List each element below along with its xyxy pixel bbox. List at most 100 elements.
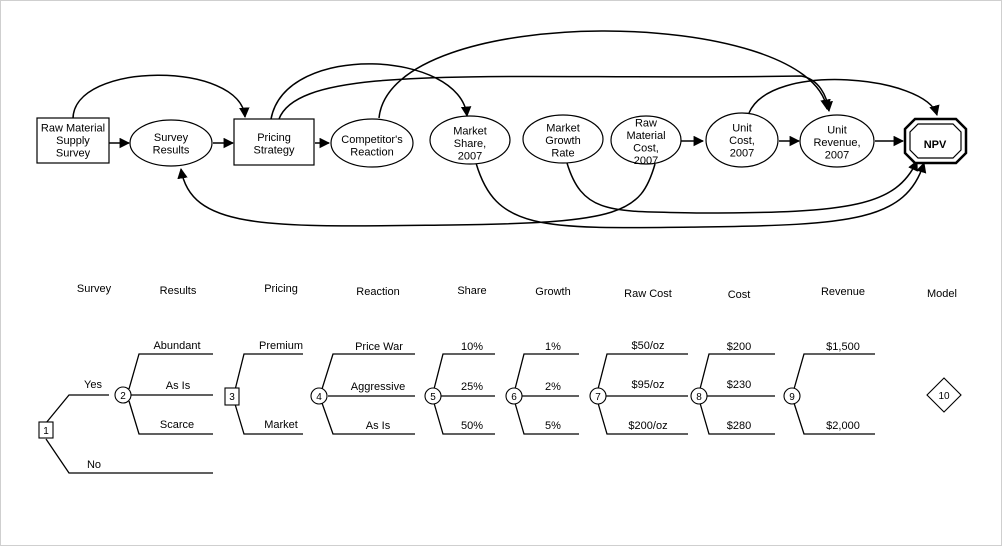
node-label-rawsupply-line-3: Survey bbox=[56, 148, 91, 160]
tree-node-6-number: 6 bbox=[511, 392, 517, 403]
node-label-unitcost-line-3: 2007 bbox=[730, 148, 754, 160]
branch-revenue-1500: $1,500 bbox=[826, 341, 860, 353]
tree-header-rawcost: Raw Cost bbox=[624, 288, 672, 300]
tree-node-2-number: 2 bbox=[120, 391, 126, 402]
tree-branches-rawcost bbox=[597, 353, 688, 435]
tree-node-4-number: 4 bbox=[316, 392, 322, 403]
tree-node-4 bbox=[310, 387, 328, 405]
tree-header-cost: Cost bbox=[728, 289, 751, 301]
branch-results-abundant: Abundant bbox=[153, 340, 200, 352]
node-label-pricing-line-1: Pricing bbox=[257, 132, 291, 144]
node-label-unitcost-line-1: Unit bbox=[732, 123, 752, 135]
node-label-npv-line-1: NPV bbox=[924, 139, 947, 151]
arc-unitcost-npv bbox=[748, 78, 940, 117]
node-raw-supply-survey bbox=[36, 117, 110, 164]
node-label-reaction-line-2: Reaction bbox=[350, 146, 393, 158]
tree-node-5 bbox=[424, 387, 442, 405]
tree-branches-revenue bbox=[793, 353, 875, 435]
tree-branch-survey-yes bbox=[45, 394, 109, 424]
arc-share-npv bbox=[475, 161, 927, 229]
branch-pricing-market: Market bbox=[264, 419, 298, 431]
arc-pricing-unitrev bbox=[278, 75, 833, 120]
tree-header-share: Share bbox=[457, 285, 486, 297]
node-label-growth-line-3: Rate bbox=[551, 148, 574, 160]
tree-node-7 bbox=[589, 387, 607, 405]
branch-revenue-2000: $2,000 bbox=[826, 420, 860, 432]
node-label-rawcost-line-3: Cost, bbox=[633, 142, 659, 154]
node-label-growth-line-1: Market bbox=[546, 123, 580, 135]
tree-branch-survey-no bbox=[45, 438, 213, 474]
tree-header-reaction: Reaction bbox=[356, 286, 399, 298]
arc-reaction-unitcost bbox=[378, 30, 831, 119]
tree-node-1 bbox=[38, 421, 54, 439]
branch-reaction-asis: As Is bbox=[366, 420, 391, 432]
node-label-pricing-line-2: Strategy bbox=[254, 144, 295, 156]
tree-node-6 bbox=[505, 387, 523, 405]
tree-branches-growth bbox=[514, 353, 579, 435]
branch-share-50: 50% bbox=[461, 420, 483, 432]
branch-pricing-premium: Premium bbox=[259, 340, 303, 352]
tree-branches-pricing bbox=[234, 353, 303, 435]
node-labels: Raw MaterialSupplySurveySurveyResultsPri… bbox=[41, 117, 947, 167]
node-market-share bbox=[429, 115, 511, 165]
node-competitors-reaction bbox=[330, 118, 414, 168]
branch-share-10: 10% bbox=[461, 341, 483, 353]
node-label-rawcost-line-4: 2007 bbox=[634, 155, 658, 167]
branch-results-scarce: Scarce bbox=[160, 419, 194, 431]
branch-cost-200: $200 bbox=[727, 341, 751, 353]
decision-tree bbox=[45, 353, 875, 474]
tree-node-3 bbox=[224, 387, 240, 406]
node-label-unitrev-line-1: Unit bbox=[827, 125, 847, 137]
tree-node-8-number: 8 bbox=[696, 392, 702, 403]
branch-survey-no: No bbox=[87, 459, 101, 471]
tree-branches-results bbox=[128, 353, 213, 435]
tree-node-9 bbox=[783, 387, 801, 405]
node-label-rawcost-line-2: Material bbox=[626, 130, 665, 142]
influence-diagram bbox=[72, 30, 940, 229]
node-npv-inner bbox=[909, 123, 962, 159]
node-unit-cost bbox=[705, 112, 779, 168]
node-market-growth bbox=[522, 114, 604, 164]
node-unit-revenue bbox=[799, 114, 875, 168]
tree-node-3-number: 3 bbox=[229, 392, 235, 403]
branch-results-asis: As Is bbox=[166, 380, 191, 392]
tree-header-survey: Survey bbox=[77, 283, 112, 295]
node-label-survey-results-line-2: Results bbox=[153, 144, 190, 156]
branch-cost-230: $230 bbox=[727, 379, 751, 391]
node-label-unitrev-line-2: Revenue, bbox=[813, 137, 860, 149]
node-label-unitcost-line-2: Cost, bbox=[729, 135, 755, 147]
node-survey-results bbox=[129, 119, 213, 167]
node-label-reaction-line-1: Competitor's bbox=[341, 134, 403, 146]
node-label-share-line-3: 2007 bbox=[458, 151, 482, 163]
tree-branches-cost bbox=[699, 353, 775, 435]
tree-branches-reaction bbox=[321, 353, 415, 435]
branch-cost-280: $280 bbox=[727, 420, 751, 432]
arc-rawsupply-pricing bbox=[72, 74, 250, 120]
node-raw-material-cost bbox=[610, 115, 682, 165]
arc-rawcost-survey-results bbox=[177, 163, 656, 227]
node-label-unitrev-line-3: 2007 bbox=[825, 150, 849, 162]
node-label-rawcost-line-1: Raw bbox=[635, 117, 657, 129]
tree-node-5-number: 5 bbox=[430, 392, 436, 403]
node-pricing-strategy bbox=[233, 118, 315, 166]
tree-header-revenue: Revenue bbox=[821, 286, 865, 298]
node-label-survey-results-line-1: Survey bbox=[154, 132, 189, 144]
tree-node-1-number: 1 bbox=[43, 426, 49, 437]
branch-share-25: 25% bbox=[461, 381, 483, 393]
tree-branches-share bbox=[433, 353, 495, 435]
tree-node-7-number: 7 bbox=[595, 392, 601, 403]
tree-node-10-number: 10 bbox=[938, 391, 950, 402]
node-label-growth-line-2: Growth bbox=[545, 135, 580, 147]
node-label-share-line-1: Market bbox=[453, 126, 487, 138]
tree-node-8 bbox=[690, 387, 708, 405]
tree-header-results: Results bbox=[160, 285, 197, 297]
node-label-share-line-2: Share, bbox=[454, 138, 486, 150]
tree-header-growth: Growth bbox=[535, 286, 570, 298]
arc-growth-npv bbox=[566, 160, 918, 214]
branch-reaction-aggressive: Aggressive bbox=[351, 381, 405, 393]
tree-header-pricing: Pricing bbox=[264, 283, 298, 295]
branch-rawcost-50: $50/oz bbox=[631, 340, 664, 352]
node-label-rawsupply-line-1: Raw Material bbox=[41, 123, 105, 135]
